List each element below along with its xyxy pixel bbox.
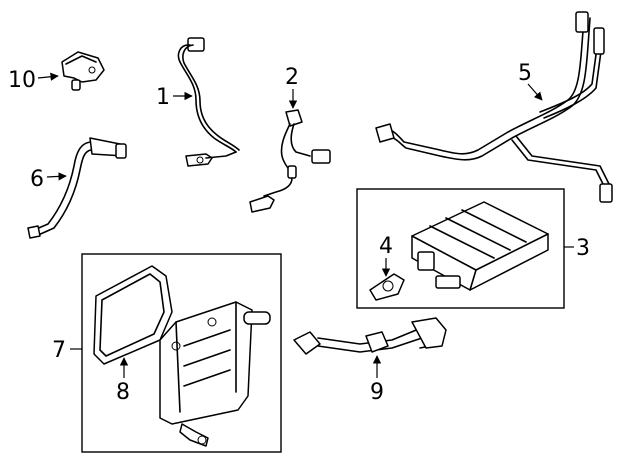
part-5-vapor-hose[interactable]: [375, 11, 613, 203]
callout-2: 2: [285, 65, 299, 90]
part-2-oxygen-sensor[interactable]: [249, 109, 331, 213]
part-7-bolt[interactable]: [179, 423, 209, 447]
part-4-valve[interactable]: [369, 273, 405, 301]
callout-4: 4: [379, 234, 393, 259]
callout-5-leader: [527, 83, 543, 101]
callout-3: 3: [576, 236, 590, 261]
part-6-hose[interactable]: [27, 137, 127, 239]
part-1-oxygen-sensor[interactable]: [177, 37, 240, 167]
callout-box-7-8: [81, 253, 282, 453]
part-7-control-module[interactable]: [159, 301, 271, 425]
callout-10: 10: [8, 68, 36, 93]
callout-8: 8: [116, 380, 130, 405]
callout-1: 1: [156, 85, 170, 110]
callout-10-leader: [37, 72, 59, 81]
callout-6: 6: [30, 167, 44, 192]
callout-9: 9: [370, 380, 384, 405]
part-10-sensor[interactable]: [61, 51, 105, 91]
callout-6-leader: [46, 172, 67, 181]
part-3-vapor-canister[interactable]: [411, 201, 549, 291]
part-9-harness[interactable]: [293, 317, 447, 355]
callout-7: 7: [52, 338, 66, 363]
callout-5: 5: [518, 61, 532, 86]
part-8-gasket[interactable]: [93, 265, 173, 365]
callout-box-3-4: [356, 188, 565, 309]
